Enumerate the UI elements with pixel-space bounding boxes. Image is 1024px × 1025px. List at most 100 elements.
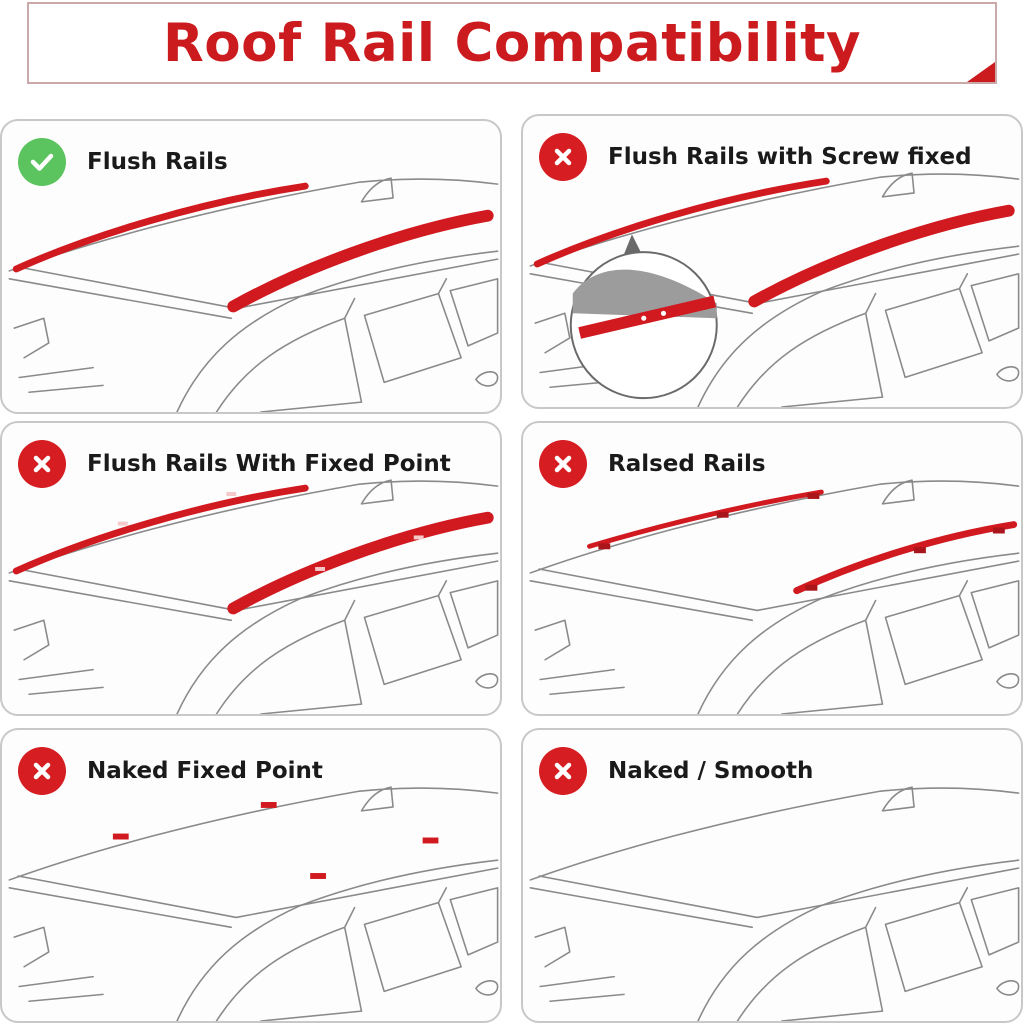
quarter-window bbox=[970, 887, 1020, 956]
hood-details bbox=[534, 926, 625, 1003]
car-roof-illustration bbox=[529, 172, 1020, 407]
panel-label: Flush Rails with Screw fixed bbox=[608, 144, 972, 170]
page-title: Roof Rail Compatibility bbox=[162, 12, 862, 74]
rail-foot bbox=[992, 527, 1005, 534]
screw-closeup bbox=[641, 315, 647, 321]
rail-foot bbox=[805, 584, 818, 591]
panel-flush-rails-screw-fixed: Flush Rails with Screw fixed bbox=[521, 114, 1023, 409]
fixed-point-marker bbox=[260, 802, 277, 808]
antenna-icon bbox=[360, 786, 394, 812]
roof-outline bbox=[8, 178, 499, 272]
rear-window bbox=[884, 594, 983, 686]
windshield-line bbox=[8, 580, 233, 622]
window-frame bbox=[176, 250, 499, 412]
door-pillars bbox=[864, 273, 969, 315]
panel-flush-rails-fixed-point: Flush Rails With Fixed Point bbox=[0, 421, 502, 716]
roof-edge bbox=[17, 560, 499, 612]
fixed-point-marker bbox=[310, 873, 326, 879]
roof-edge bbox=[538, 867, 1020, 919]
quarter-window bbox=[970, 580, 1020, 649]
left-rail bbox=[12, 182, 309, 273]
windshield-line bbox=[529, 580, 754, 622]
antenna-icon bbox=[881, 172, 915, 198]
door-handle bbox=[996, 673, 1020, 689]
antenna-icon bbox=[881, 479, 915, 505]
screw-dot bbox=[760, 185, 764, 189]
cross-icon bbox=[18, 440, 66, 488]
rail-closeup bbox=[578, 295, 717, 339]
roof-outline bbox=[8, 787, 499, 881]
antenna-icon bbox=[360, 177, 394, 203]
door-pillars bbox=[343, 887, 448, 929]
window-frame bbox=[176, 859, 499, 1021]
fixed-point-marker bbox=[413, 535, 424, 540]
fixed-point-marker bbox=[422, 837, 439, 844]
fixed-point-marker bbox=[117, 521, 128, 526]
hood-details bbox=[13, 926, 104, 1003]
screw-closeup bbox=[660, 310, 667, 316]
hood-details bbox=[13, 619, 104, 696]
panel-naked-fixed-point: Naked Fixed Point bbox=[0, 728, 502, 1023]
window-frame bbox=[176, 552, 499, 714]
cross-icon bbox=[539, 747, 587, 795]
antenna-icon bbox=[881, 786, 915, 812]
left-rail bbox=[587, 489, 824, 549]
fixed-point-marker bbox=[315, 567, 325, 571]
screw-dot bbox=[671, 206, 676, 211]
right-rail bbox=[227, 209, 494, 313]
left-rail bbox=[533, 177, 830, 268]
right-rail bbox=[748, 204, 1015, 308]
car-roof-illustration bbox=[8, 479, 499, 714]
car-roof-illustration bbox=[8, 786, 499, 1021]
title-corner-accent bbox=[967, 62, 995, 82]
antenna-icon bbox=[360, 479, 394, 505]
hood-details bbox=[534, 619, 625, 696]
panel-label: Naked / Smooth bbox=[608, 758, 814, 784]
roof-outline bbox=[8, 480, 499, 574]
hood-details bbox=[13, 317, 104, 394]
panel-raised-rails: Ralsed Rails bbox=[521, 421, 1023, 716]
roof-edge bbox=[17, 867, 499, 919]
windshield-line bbox=[529, 887, 754, 929]
door-handle bbox=[475, 980, 499, 996]
callout-pointer bbox=[624, 234, 642, 255]
window-frame bbox=[697, 245, 1020, 407]
fixed-point-marker bbox=[226, 492, 237, 496]
window-frame bbox=[697, 552, 1020, 714]
door-pillars bbox=[864, 887, 969, 929]
right-rail bbox=[793, 521, 1018, 595]
rear-window bbox=[363, 594, 462, 686]
panel-label: Flush Rails bbox=[87, 149, 228, 175]
door-handle bbox=[475, 673, 499, 689]
windshield-line bbox=[8, 887, 233, 929]
door-pillars bbox=[343, 278, 448, 320]
door-handle bbox=[996, 980, 1020, 996]
quarter-window bbox=[449, 278, 499, 347]
roof-edge bbox=[538, 560, 1020, 612]
check-icon bbox=[18, 138, 66, 186]
right-rail bbox=[227, 511, 494, 615]
roof-outline bbox=[529, 173, 1020, 267]
panel-naked-smooth: Naked / Smooth bbox=[521, 728, 1023, 1023]
panel-label: Naked Fixed Point bbox=[87, 758, 323, 784]
panel-label: Flush Rails With Fixed Point bbox=[87, 451, 451, 477]
rail-foot bbox=[914, 547, 926, 554]
rail-foot bbox=[716, 511, 729, 518]
quarter-window bbox=[449, 887, 499, 956]
rail-foot bbox=[598, 543, 611, 550]
window-frame bbox=[697, 859, 1020, 1021]
door-handle bbox=[475, 371, 499, 387]
roof-outline bbox=[529, 787, 1020, 881]
roof-outline bbox=[529, 480, 1020, 574]
left-rail bbox=[12, 484, 309, 575]
cross-icon bbox=[18, 747, 66, 795]
rail-foot bbox=[807, 493, 820, 499]
rear-window bbox=[363, 292, 462, 384]
fixed-point-marker bbox=[112, 833, 129, 840]
screw-dot bbox=[632, 216, 636, 221]
quarter-window bbox=[970, 273, 1020, 342]
door-pillars bbox=[343, 580, 448, 622]
quarter-window bbox=[449, 580, 499, 649]
panel-label: Ralsed Rails bbox=[608, 451, 766, 477]
car-roof-illustration bbox=[529, 786, 1020, 1021]
